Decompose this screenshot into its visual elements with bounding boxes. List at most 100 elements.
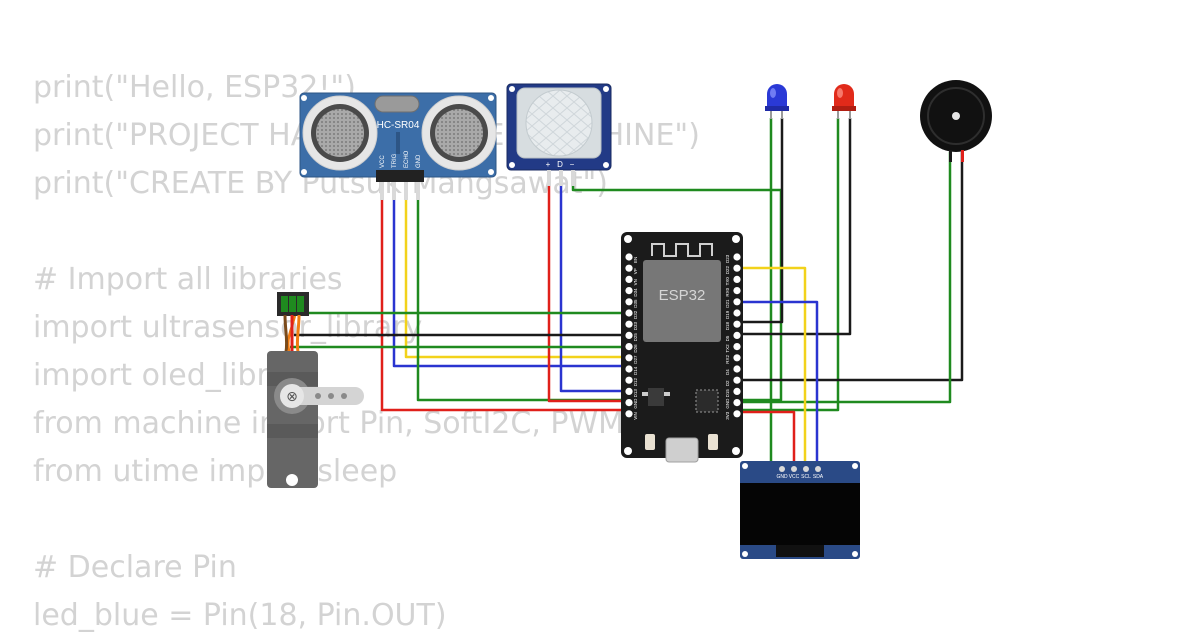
wire-oled-vcc bbox=[740, 410, 796, 470]
antenna-trace bbox=[651, 243, 713, 257]
esp32-pin-label: EN bbox=[633, 257, 638, 263]
esp32-pin[interactable] bbox=[625, 298, 633, 306]
oled-pin-label: SCL bbox=[801, 474, 811, 480]
wire-ultrasonic-gnd bbox=[416, 200, 630, 402]
oled-display[interactable]: GND VCC SCL SDA bbox=[740, 461, 860, 559]
esp32-pin-label: 3V3 bbox=[725, 411, 730, 420]
esp32-left-header: ENVPVND34D35D32D33D25D26D27D14D12D13GNDV… bbox=[625, 253, 638, 420]
esp32-pin[interactable] bbox=[733, 365, 741, 373]
esp32-pin[interactable] bbox=[625, 331, 633, 339]
code-line: led_blue = Pin(18, Pin.OUT) bbox=[33, 598, 447, 633]
esp32-pin-label: D21 bbox=[725, 299, 730, 308]
pir-pin-label: D bbox=[557, 160, 563, 169]
esp32-pin-label: D5 bbox=[725, 335, 730, 341]
oled-pin-label: SDA bbox=[813, 474, 824, 480]
esp32-pin-label: D25 bbox=[633, 333, 638, 342]
ultrasonic-label: HC-SR04 bbox=[377, 120, 420, 131]
esp32-pin[interactable] bbox=[733, 343, 741, 351]
wire-pir-data bbox=[559, 185, 630, 393]
ultrasonic-transducer-right bbox=[421, 95, 497, 171]
esp32-pin-label: VP bbox=[633, 268, 638, 274]
wire-led-red-anode bbox=[740, 118, 840, 412]
esp32-board[interactable]: ESP32 ENVPVND34D35D32D33D25D26D27D14D12D… bbox=[621, 232, 743, 463]
led-red[interactable] bbox=[832, 84, 856, 119]
esp32-pin[interactable] bbox=[733, 287, 741, 295]
esp32-pin[interactable] bbox=[733, 298, 741, 306]
buzzer[interactable] bbox=[920, 80, 992, 162]
esp32-pin-label: RX0 bbox=[725, 287, 730, 296]
esp32-pin-label: D27 bbox=[633, 355, 638, 364]
esp32-pin[interactable] bbox=[625, 410, 633, 418]
esp32-pin[interactable] bbox=[625, 320, 633, 328]
esp32-pin[interactable] bbox=[733, 331, 741, 339]
esp32-pin-label: D33 bbox=[633, 321, 638, 330]
esp32-pin-label: RX2 bbox=[725, 355, 730, 364]
code-line: # Import all libraries bbox=[33, 262, 343, 297]
esp32-pin[interactable] bbox=[625, 399, 633, 407]
esp32-pin[interactable] bbox=[733, 253, 741, 261]
esp32-pin-label: D18 bbox=[725, 321, 730, 330]
wires bbox=[287, 118, 964, 470]
wire-ultrasonic-trig bbox=[392, 200, 630, 368]
esp32-pin[interactable] bbox=[733, 387, 741, 395]
ultrasonic-pin-label: VCC bbox=[380, 155, 386, 168]
esp32-pin-label: D12 bbox=[633, 377, 638, 386]
esp32-pin[interactable] bbox=[625, 287, 633, 295]
esp32-pin[interactable] bbox=[625, 275, 633, 283]
esp32-pin-label: D35 bbox=[633, 299, 638, 308]
wire-pir-vcc bbox=[547, 185, 630, 403]
pir-pin-label: − bbox=[570, 160, 575, 169]
esp32-pin[interactable] bbox=[625, 365, 633, 373]
oled-pin-label: VCC bbox=[789, 474, 800, 480]
esp32-pin-label: GND bbox=[725, 398, 730, 409]
code-line: from utime import sleep bbox=[33, 454, 398, 489]
esp32-pin-label: D23 bbox=[725, 254, 730, 263]
esp32-pin-label: D26 bbox=[633, 344, 638, 353]
pir-sensor[interactable]: + D − bbox=[506, 83, 612, 186]
code-line: print("Hello, ESP32!") bbox=[33, 70, 356, 105]
esp32-pin[interactable] bbox=[625, 253, 633, 261]
wire-oled-sda bbox=[740, 300, 819, 470]
esp32-pin[interactable] bbox=[625, 354, 633, 362]
wire-ultrasonic-vcc bbox=[380, 200, 630, 412]
wire-buzzer-negative bbox=[740, 152, 952, 404]
esp32-pin[interactable] bbox=[625, 264, 633, 272]
esp32-pin[interactable] bbox=[733, 275, 741, 283]
esp32-pin-label: VN bbox=[633, 279, 638, 285]
esp32-pin-label: D19 bbox=[725, 310, 730, 319]
wire-ultrasonic-echo bbox=[404, 200, 630, 359]
wire-servo-orange bbox=[287, 314, 297, 356]
esp32-pin[interactable] bbox=[733, 410, 741, 418]
esp32-pin[interactable] bbox=[625, 343, 633, 351]
esp32-pin-label: D32 bbox=[633, 310, 638, 319]
wire-oled-scl bbox=[740, 266, 807, 470]
esp32-pin-label: D13 bbox=[633, 389, 638, 398]
ultrasonic-pin-label: GND bbox=[416, 154, 422, 168]
esp32-pin[interactable] bbox=[625, 309, 633, 317]
wire-buzzer-positive bbox=[740, 152, 964, 382]
esp32-pin[interactable] bbox=[733, 376, 741, 384]
esp32-pin[interactable] bbox=[733, 309, 741, 317]
esp32-pin-label: D34 bbox=[633, 288, 638, 297]
esp32-pin[interactable] bbox=[625, 376, 633, 384]
esp32-pin[interactable] bbox=[733, 320, 741, 328]
ultrasonic-sensor[interactable]: HC-SR04 VCC TRIG ECHO GND bbox=[299, 92, 497, 200]
esp32-pin[interactable] bbox=[733, 354, 741, 362]
servo-motor[interactable]: ⊗ bbox=[267, 292, 364, 488]
esp32-pin[interactable] bbox=[625, 387, 633, 395]
ultrasonic-pin-label: ECHO bbox=[404, 150, 410, 168]
servo-screw-icon: ⊗ bbox=[286, 389, 298, 405]
esp32-pin-label: D22 bbox=[725, 265, 730, 274]
esp32-pin[interactable] bbox=[733, 399, 741, 407]
esp32-pin-label: TX0 bbox=[725, 277, 730, 286]
esp32-pin[interactable] bbox=[733, 264, 741, 272]
esp32-chip-label: ESP32 bbox=[659, 287, 706, 304]
led-blue[interactable] bbox=[765, 84, 789, 119]
ultrasonic-pin-label: TRIG bbox=[392, 153, 398, 168]
esp32-pin-label: TX2 bbox=[725, 344, 730, 353]
esp32-pin-label: D4 bbox=[725, 369, 730, 375]
esp32-pin-label: D2 bbox=[725, 380, 730, 386]
esp32-pin-label: D15 bbox=[725, 389, 730, 398]
